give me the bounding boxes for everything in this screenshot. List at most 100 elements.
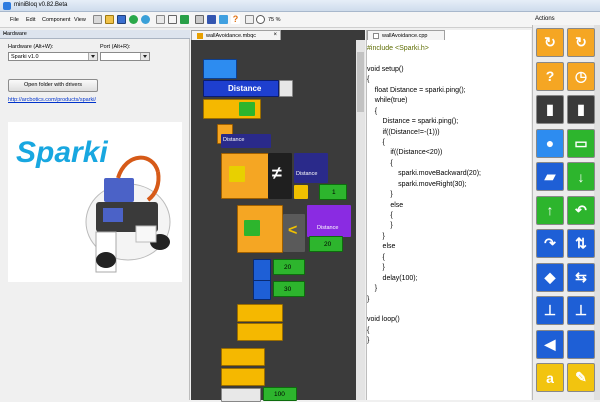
tab-block-file[interactable]: wallAvoidance.mbqc × xyxy=(191,30,281,40)
else-outer-block[interactable] xyxy=(221,348,265,366)
chevron-down-icon[interactable] xyxy=(140,53,149,60)
close-icon[interactable]: × xyxy=(273,32,277,38)
less-than-symbol: < xyxy=(288,222,298,239)
speaker-icon-glyph: ◀ xyxy=(544,335,556,352)
delay-icon-glyph: ◷ xyxy=(574,67,588,84)
if-icon[interactable]: ? xyxy=(536,61,564,91)
end-if-outer-block[interactable] xyxy=(221,368,265,386)
end-if-block[interactable] xyxy=(237,323,283,341)
code-line: #include <Sparki.h> xyxy=(367,45,429,52)
code-line: sparki.moveRight(30); xyxy=(367,180,467,188)
display-icon-glyph: ▭ xyxy=(574,134,588,151)
distance-compare-block[interactable]: Distance xyxy=(307,205,351,237)
edit-pencil-icon[interactable] xyxy=(168,15,177,24)
comment-icon-glyph: ● xyxy=(545,135,555,151)
comment-bubble-icon[interactable]: a xyxy=(536,363,564,392)
robot-illustration xyxy=(85,155,171,273)
move-up-icon[interactable]: ↑ xyxy=(536,195,564,225)
port-select[interactable] xyxy=(100,52,150,61)
if-not-equal-block[interactable] xyxy=(221,153,269,199)
code-line: if((Distance!=-(1))) xyxy=(367,128,440,136)
variable-icon[interactable]: ▮ xyxy=(536,95,564,124)
distance-getter-block[interactable]: Distance xyxy=(294,153,328,183)
number-block-20b[interactable]: 20 xyxy=(273,259,305,275)
less-than-operator[interactable]: < xyxy=(283,214,305,252)
minus-operator[interactable] xyxy=(294,185,308,199)
tab-code-file-label: wallAvoidance.cpp xyxy=(382,33,428,39)
motor-icon[interactable]: ▰ xyxy=(536,162,564,191)
turn-right-icon[interactable]: ↷ xyxy=(536,229,564,258)
block-editor-panel: wallAvoidance.mbqc × Distance Distance ≠… xyxy=(191,30,365,402)
comment-icon[interactable]: ● xyxy=(536,128,564,158)
variable-select[interactable]: Distance xyxy=(221,134,271,148)
note-icon[interactable]: ✎ xyxy=(567,363,595,392)
open-folder-icon[interactable] xyxy=(105,15,114,24)
hardware-panel-title: Hardware xyxy=(3,31,27,37)
number-100: 100 xyxy=(274,391,285,398)
move-down-icon[interactable]: ↓ xyxy=(567,162,595,191)
scrollbar-thumb[interactable] xyxy=(357,52,364,112)
block-canvas-scrollbar[interactable] xyxy=(356,40,365,400)
menu-bar: File Edit Component View ? 75 % xyxy=(0,12,600,28)
actions-scrollbar[interactable] xyxy=(594,25,600,400)
menu-view[interactable]: View xyxy=(74,17,86,23)
run-icon[interactable] xyxy=(129,15,138,24)
less-condition-check-icon xyxy=(244,220,260,236)
code-line: { xyxy=(367,212,393,219)
turn-left-icon-glyph: ↶ xyxy=(575,201,587,218)
number-block-30[interactable]: 30 xyxy=(273,281,305,297)
component-icon[interactable] xyxy=(156,15,165,24)
display-icon[interactable]: ▭ xyxy=(567,128,595,158)
menu-component[interactable]: Component xyxy=(42,17,71,23)
menu-edit[interactable]: Edit xyxy=(26,17,36,23)
else-block[interactable] xyxy=(237,304,283,322)
delay-icon[interactable]: ◷ xyxy=(567,61,595,91)
examples-icon[interactable] xyxy=(207,15,216,24)
start-block[interactable] xyxy=(203,59,237,79)
code-line xyxy=(367,54,527,64)
close-icon[interactable]: × xyxy=(3,31,7,37)
new-file-icon[interactable] xyxy=(93,15,102,24)
not-equal-operator[interactable]: ≠ xyxy=(268,153,292,199)
verify-icon[interactable] xyxy=(141,15,150,24)
beep-icon[interactable]: ⊥ xyxy=(536,296,564,325)
tab-code-file[interactable]: wallAvoidance.cpp xyxy=(367,30,445,40)
servo-icon[interactable]: ⇆ xyxy=(567,262,595,292)
loop-icon-glyph: ↻ xyxy=(544,34,556,50)
code-area[interactable]: #include <Sparki.h>void setup(){ float D… xyxy=(367,44,527,347)
variable-distance-block[interactable]: Distance xyxy=(203,80,279,97)
save-icon[interactable] xyxy=(117,15,126,24)
ping-sensor-icon[interactable] xyxy=(279,80,293,97)
hardware-icon[interactable] xyxy=(195,15,204,24)
ir-icon[interactable]: ⊥ xyxy=(567,296,595,325)
number-block-1[interactable]: 1 xyxy=(319,184,347,200)
window-icon[interactable] xyxy=(219,15,228,24)
hardware-select[interactable]: Sparki v1.0 xyxy=(8,52,98,61)
options-icon[interactable] xyxy=(245,15,254,24)
code-line: delay(100); xyxy=(367,274,418,282)
number-block-100[interactable]: 100 xyxy=(263,387,297,401)
move-right-block[interactable] xyxy=(253,280,271,300)
rgb-led-icon[interactable]: ◆ xyxy=(536,262,564,292)
block-canvas[interactable]: Distance Distance ≠ Distance 1 < Distan xyxy=(191,40,356,402)
speaker-icon[interactable]: ◀ xyxy=(536,329,564,359)
sensor-icon[interactable]: ▮ xyxy=(567,95,595,124)
loop-icon[interactable]: ↻ xyxy=(536,28,564,57)
terminal-icon[interactable] xyxy=(180,15,189,24)
turn-left-icon[interactable]: ↶ xyxy=(567,195,595,225)
blank-icon[interactable] xyxy=(567,329,595,359)
loop-repeat-icon[interactable]: ↻ xyxy=(567,28,595,57)
sensor-icon-glyph: ▮ xyxy=(577,101,585,117)
code-line: { xyxy=(367,107,378,115)
number-30: 30 xyxy=(284,286,292,293)
menu-file[interactable]: File xyxy=(10,17,19,23)
zoom-icon[interactable] xyxy=(256,15,265,24)
help-icon[interactable]: ? xyxy=(231,14,240,24)
number-block-20a[interactable]: 20 xyxy=(309,236,343,252)
code-line: { xyxy=(367,138,385,146)
open-drivers-button[interactable]: Open folder with drivers xyxy=(8,79,98,92)
tab-block-file-label: wallAvoidance.mbqc xyxy=(206,33,257,39)
product-link[interactable]: http://arcbotics.com/products/sparki/ xyxy=(8,97,97,103)
chevron-down-icon[interactable] xyxy=(88,53,97,60)
gripper-icon[interactable]: ⇅ xyxy=(567,229,595,258)
